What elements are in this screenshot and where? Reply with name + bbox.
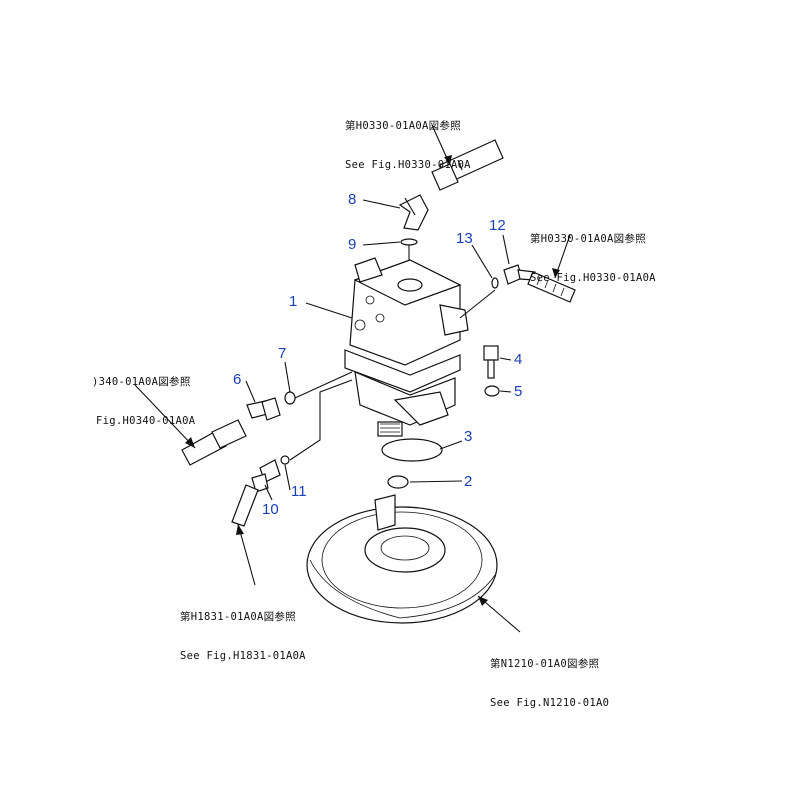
ref-bottom-right-en: See Fig.N1210-01A0 — [490, 697, 610, 709]
callout-leaders — [245, 199, 512, 501]
callout-4: 4 — [514, 351, 523, 368]
o-ring-13 — [491, 277, 499, 289]
ref-left: )340-01A0A図参照 Fig.H0340-01A0A — [92, 350, 195, 441]
adapter-6 — [246, 397, 281, 421]
callout-7: 7 — [278, 345, 287, 362]
elbow-fitting-8 — [398, 194, 429, 231]
callout-10: 10 — [262, 501, 279, 518]
ref-bottom-left-en: See Fig.H1831-01A0A — [180, 650, 306, 662]
ref-bottom-right-ja: 第N1210-01A0図参照 — [490, 658, 600, 670]
o-ring-9 — [400, 238, 418, 246]
ref-bottom-right: 第N1210-01A0図参照 See Fig.N1210-01A0 — [490, 632, 609, 723]
left-hose — [181, 419, 247, 466]
o-ring-7 — [284, 391, 296, 405]
callout-13: 13 — [456, 230, 473, 247]
swing-motor-1 — [344, 257, 469, 437]
callout-9: 9 — [348, 236, 357, 253]
ref-right-top-ja: 第H0330-01A0A図参照 — [530, 233, 647, 245]
o-ring-2 — [387, 475, 409, 489]
callout-12: 12 — [489, 217, 506, 234]
ref-top-ja: 第H0330-01A0A図参照 — [345, 120, 462, 132]
ref-top: 第H0330-01A0A図参照 See Fig.H0330-01A0A — [345, 94, 471, 185]
callout-3: 3 — [464, 428, 473, 445]
bolt-4 — [483, 345, 499, 379]
bottom-left-hose — [231, 484, 259, 527]
callout-8: 8 — [348, 191, 357, 208]
right-hose — [527, 271, 576, 303]
ref-left-en: Fig.H0340-01A0A — [96, 415, 196, 427]
callout-1: 1 — [289, 293, 298, 310]
swing-circle-disk — [306, 494, 498, 624]
callout-11: 11 — [291, 483, 307, 500]
ref-top-en: See Fig.H0330-01A0A — [345, 159, 471, 171]
ref-bottom-left-ja: 第H1831-01A0A図参照 — [180, 611, 297, 623]
callout-2: 2 — [464, 473, 473, 490]
top-hose — [431, 139, 504, 191]
ref-right-top-en: See Fig.H0330-01A0A — [530, 272, 656, 284]
callout-6: 6 — [233, 371, 242, 388]
callout-5: 5 — [514, 383, 523, 400]
ref-left-ja: )340-01A0A図参照 — [92, 376, 191, 388]
o-ring-11 — [280, 455, 290, 465]
washer-5 — [484, 385, 500, 397]
connector-10 — [251, 459, 281, 493]
ref-bottom-left: 第H1831-01A0A図参照 See Fig.H1831-01A0A — [180, 585, 306, 676]
o-ring-3 — [381, 438, 443, 462]
ref-right-top: 第H0330-01A0A図参照 See Fig.H0330-01A0A — [530, 207, 656, 298]
